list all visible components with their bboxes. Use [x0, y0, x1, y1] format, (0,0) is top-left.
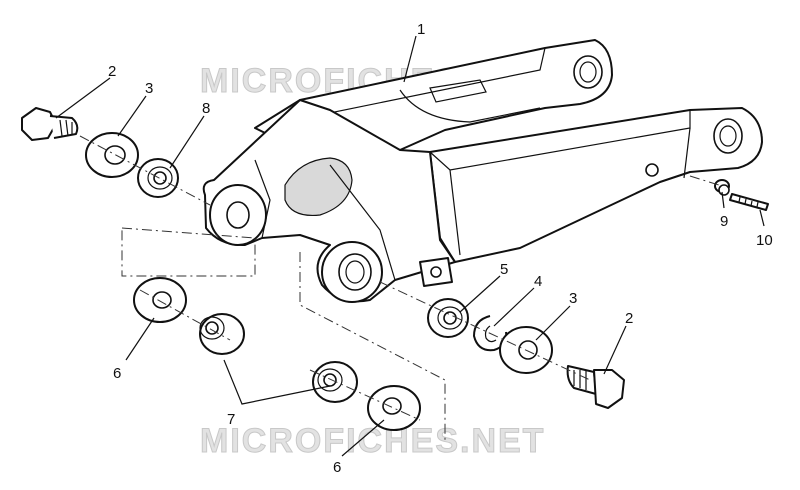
- bearing-8: [137, 158, 179, 198]
- callout-2-right: 2: [625, 310, 633, 327]
- dash-bracket-right: [299, 252, 446, 440]
- axis-left-bottom: [139, 289, 231, 341]
- bearing-5: [427, 298, 469, 338]
- callout-9: 9: [720, 213, 728, 230]
- axis-screw: [689, 175, 723, 187]
- callout-1: 1: [417, 21, 425, 38]
- watermark-bottom: MICROFICHES.NET: [200, 422, 545, 460]
- callout-3-right: 3: [569, 290, 577, 307]
- callout-8: 8: [202, 100, 210, 117]
- callout-4: 4: [534, 273, 542, 290]
- callout-6-left: 6: [113, 365, 121, 382]
- callout-10: 10: [756, 232, 773, 249]
- bolt-left: [21, 107, 79, 141]
- callout-6-right: 6: [333, 459, 341, 476]
- bushing-7-right: [312, 361, 358, 403]
- washer-6-right: [367, 385, 421, 431]
- callout-3-left: 3: [145, 80, 153, 97]
- washer-6-left: [133, 277, 187, 323]
- callout-2-left: 2: [108, 63, 116, 80]
- dash-bracket-left: [121, 227, 256, 277]
- swingarm: [202, 39, 763, 303]
- bolt-right: [566, 365, 625, 409]
- axis-right: [379, 281, 591, 381]
- washer-3-left: [85, 132, 139, 178]
- screw-10: [729, 193, 769, 211]
- bushing-7-left: [199, 313, 245, 355]
- leader-lines: [55, 35, 765, 457]
- axis-right-bottom: [309, 369, 421, 421]
- spacer-9: [714, 179, 730, 196]
- callout-7: 7: [227, 411, 235, 428]
- axis-left-top: [79, 135, 211, 206]
- callout-5: 5: [500, 261, 508, 278]
